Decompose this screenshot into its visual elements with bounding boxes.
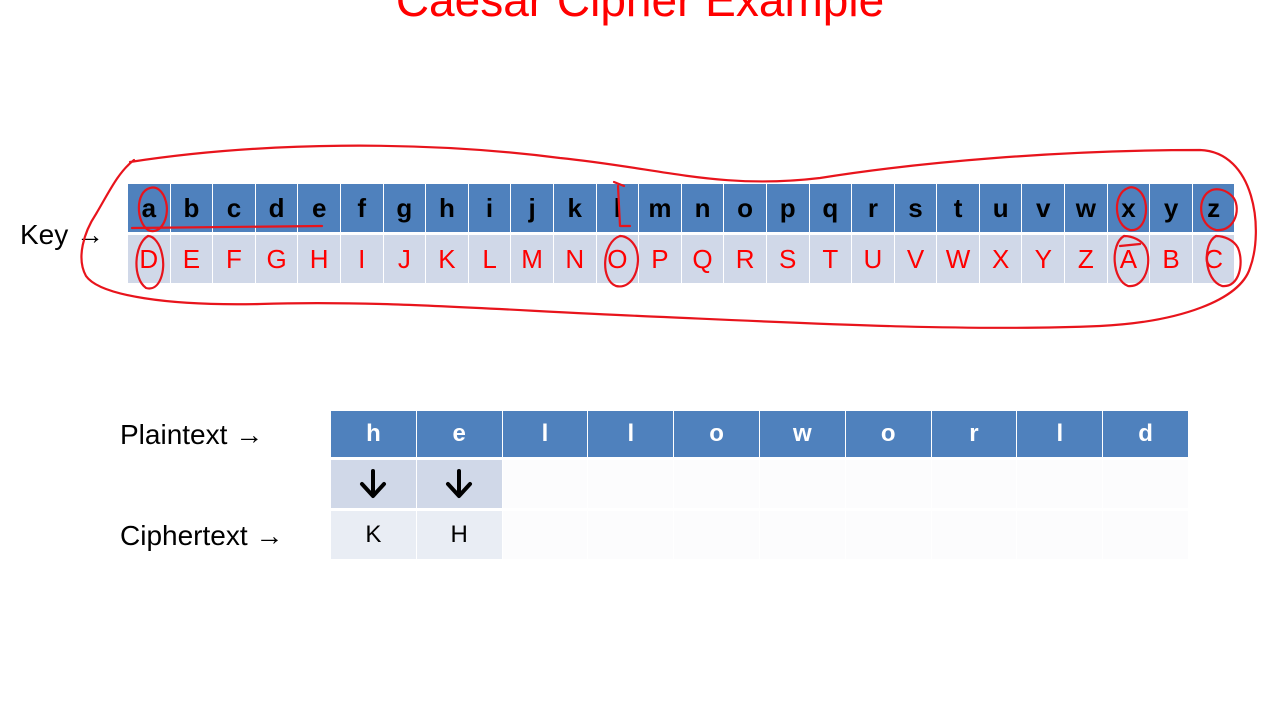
key-plain-cell: u [979, 184, 1022, 232]
plaintext-cell: o [845, 411, 931, 457]
plaintext-label: Plaintext → [120, 418, 263, 452]
key-cipher-cell: S [766, 235, 809, 283]
ciphertext-cell: K [331, 511, 416, 559]
empty-cell [1103, 460, 1188, 508]
key-cipher-cell: K [426, 235, 468, 283]
key-cipher-cell: U [852, 235, 894, 283]
empty-cell [1017, 460, 1103, 508]
arrow-cell [331, 460, 416, 508]
key-cipher-cell: R [724, 235, 766, 283]
right-arrow-icon: → [76, 219, 105, 250]
key-cipher-cell: D [128, 235, 170, 283]
empty-cell [1103, 511, 1188, 559]
key-plain-cell: q [809, 184, 852, 232]
right-arrow-icon: → [255, 520, 284, 551]
slide-title: Caesar Cipher Example [395, 0, 885, 26]
key-plain-cell: p [766, 184, 809, 232]
key-plain-cell: o [724, 184, 766, 232]
right-arrow-icon: → [235, 419, 264, 450]
empty-cell [502, 511, 588, 559]
key-plain-cell: a [128, 184, 170, 232]
key-cipher-cell: G [255, 235, 298, 283]
key-plain-cell: t [937, 184, 979, 232]
key-label: Key → [20, 218, 104, 252]
plaintext-cell: r [931, 411, 1017, 457]
key-cipher-cell: J [383, 235, 426, 283]
key-cipher-cell: N [553, 235, 596, 283]
key-cipher-cell: B [1150, 235, 1192, 283]
key-plain-cell: j [511, 184, 553, 232]
key-plain-cell: g [383, 184, 426, 232]
ciphertext-cell: H [416, 511, 502, 559]
key-cipher-cell: V [894, 235, 937, 283]
key-plain-cell: n [681, 184, 724, 232]
key-plain-cell: c [213, 184, 255, 232]
key-cipher-cell: F [213, 235, 255, 283]
empty-cell [674, 460, 759, 508]
empty-cell [1017, 511, 1103, 559]
plaintext-cell: l [1017, 411, 1103, 457]
empty-cell [588, 460, 674, 508]
key-cipher-cell: A [1107, 235, 1150, 283]
key-plain-cell: y [1150, 184, 1192, 232]
key-plain-cell: i [468, 184, 511, 232]
key-plain-cell: s [894, 184, 937, 232]
key-cipher-cell: L [468, 235, 511, 283]
key-cipher-cell: P [639, 235, 681, 283]
empty-cell [759, 511, 845, 559]
plaintext-cell: l [588, 411, 674, 457]
plaintext-cell: l [502, 411, 588, 457]
arrow-down-icon [360, 469, 387, 498]
key-cipher-cell: W [937, 235, 979, 283]
key-plain-cell: r [852, 184, 894, 232]
empty-cell [845, 460, 931, 508]
key-plain-cell: h [426, 184, 468, 232]
key-cipher-cell: M [511, 235, 553, 283]
key-plain-cell: m [639, 184, 681, 232]
plaintext-cell: h [331, 411, 416, 457]
key-cipher-cell: T [809, 235, 852, 283]
arrow-cell [416, 460, 502, 508]
arrow-down-icon [446, 469, 473, 498]
empty-cell [931, 511, 1017, 559]
empty-cell [931, 460, 1017, 508]
key-plain-cell: v [1022, 184, 1065, 232]
key-plain-cell: w [1065, 184, 1107, 232]
key-cipher-cell: C [1192, 235, 1235, 283]
key-plain-cell: d [255, 184, 298, 232]
key-cipher-cell: Q [681, 235, 724, 283]
key-cipher-cell: Y [1022, 235, 1065, 283]
key-cipher-cell: Z [1065, 235, 1107, 283]
key-cipher-cell: O [596, 235, 639, 283]
plaintext-cell: w [759, 411, 845, 457]
plaintext-cell: o [674, 411, 759, 457]
empty-cell [588, 511, 674, 559]
key-plain-cell: z [1192, 184, 1235, 232]
empty-cell [845, 511, 931, 559]
key-label-text: Key [20, 219, 69, 250]
key-cipher-cell: E [170, 235, 213, 283]
plaintext-label-text: Plaintext [120, 419, 228, 450]
ciphertext-label-text: Ciphertext [120, 520, 248, 551]
key-plain-cell: x [1107, 184, 1150, 232]
plaintext-cell: d [1103, 411, 1188, 457]
key-cipher-cell: I [340, 235, 383, 283]
key-plain-cell: l [596, 184, 639, 232]
empty-cell [674, 511, 759, 559]
key-plain-cell: e [298, 184, 340, 232]
key-plain-cell: k [553, 184, 596, 232]
key-plain-cell: f [340, 184, 383, 232]
ciphertext-label: Ciphertext → [120, 519, 283, 553]
plaintext-cell: e [416, 411, 502, 457]
empty-cell [502, 460, 588, 508]
key-plain-cell: b [170, 184, 213, 232]
empty-cell [759, 460, 845, 508]
key-cipher-cell: X [979, 235, 1022, 283]
key-cipher-cell: H [298, 235, 340, 283]
